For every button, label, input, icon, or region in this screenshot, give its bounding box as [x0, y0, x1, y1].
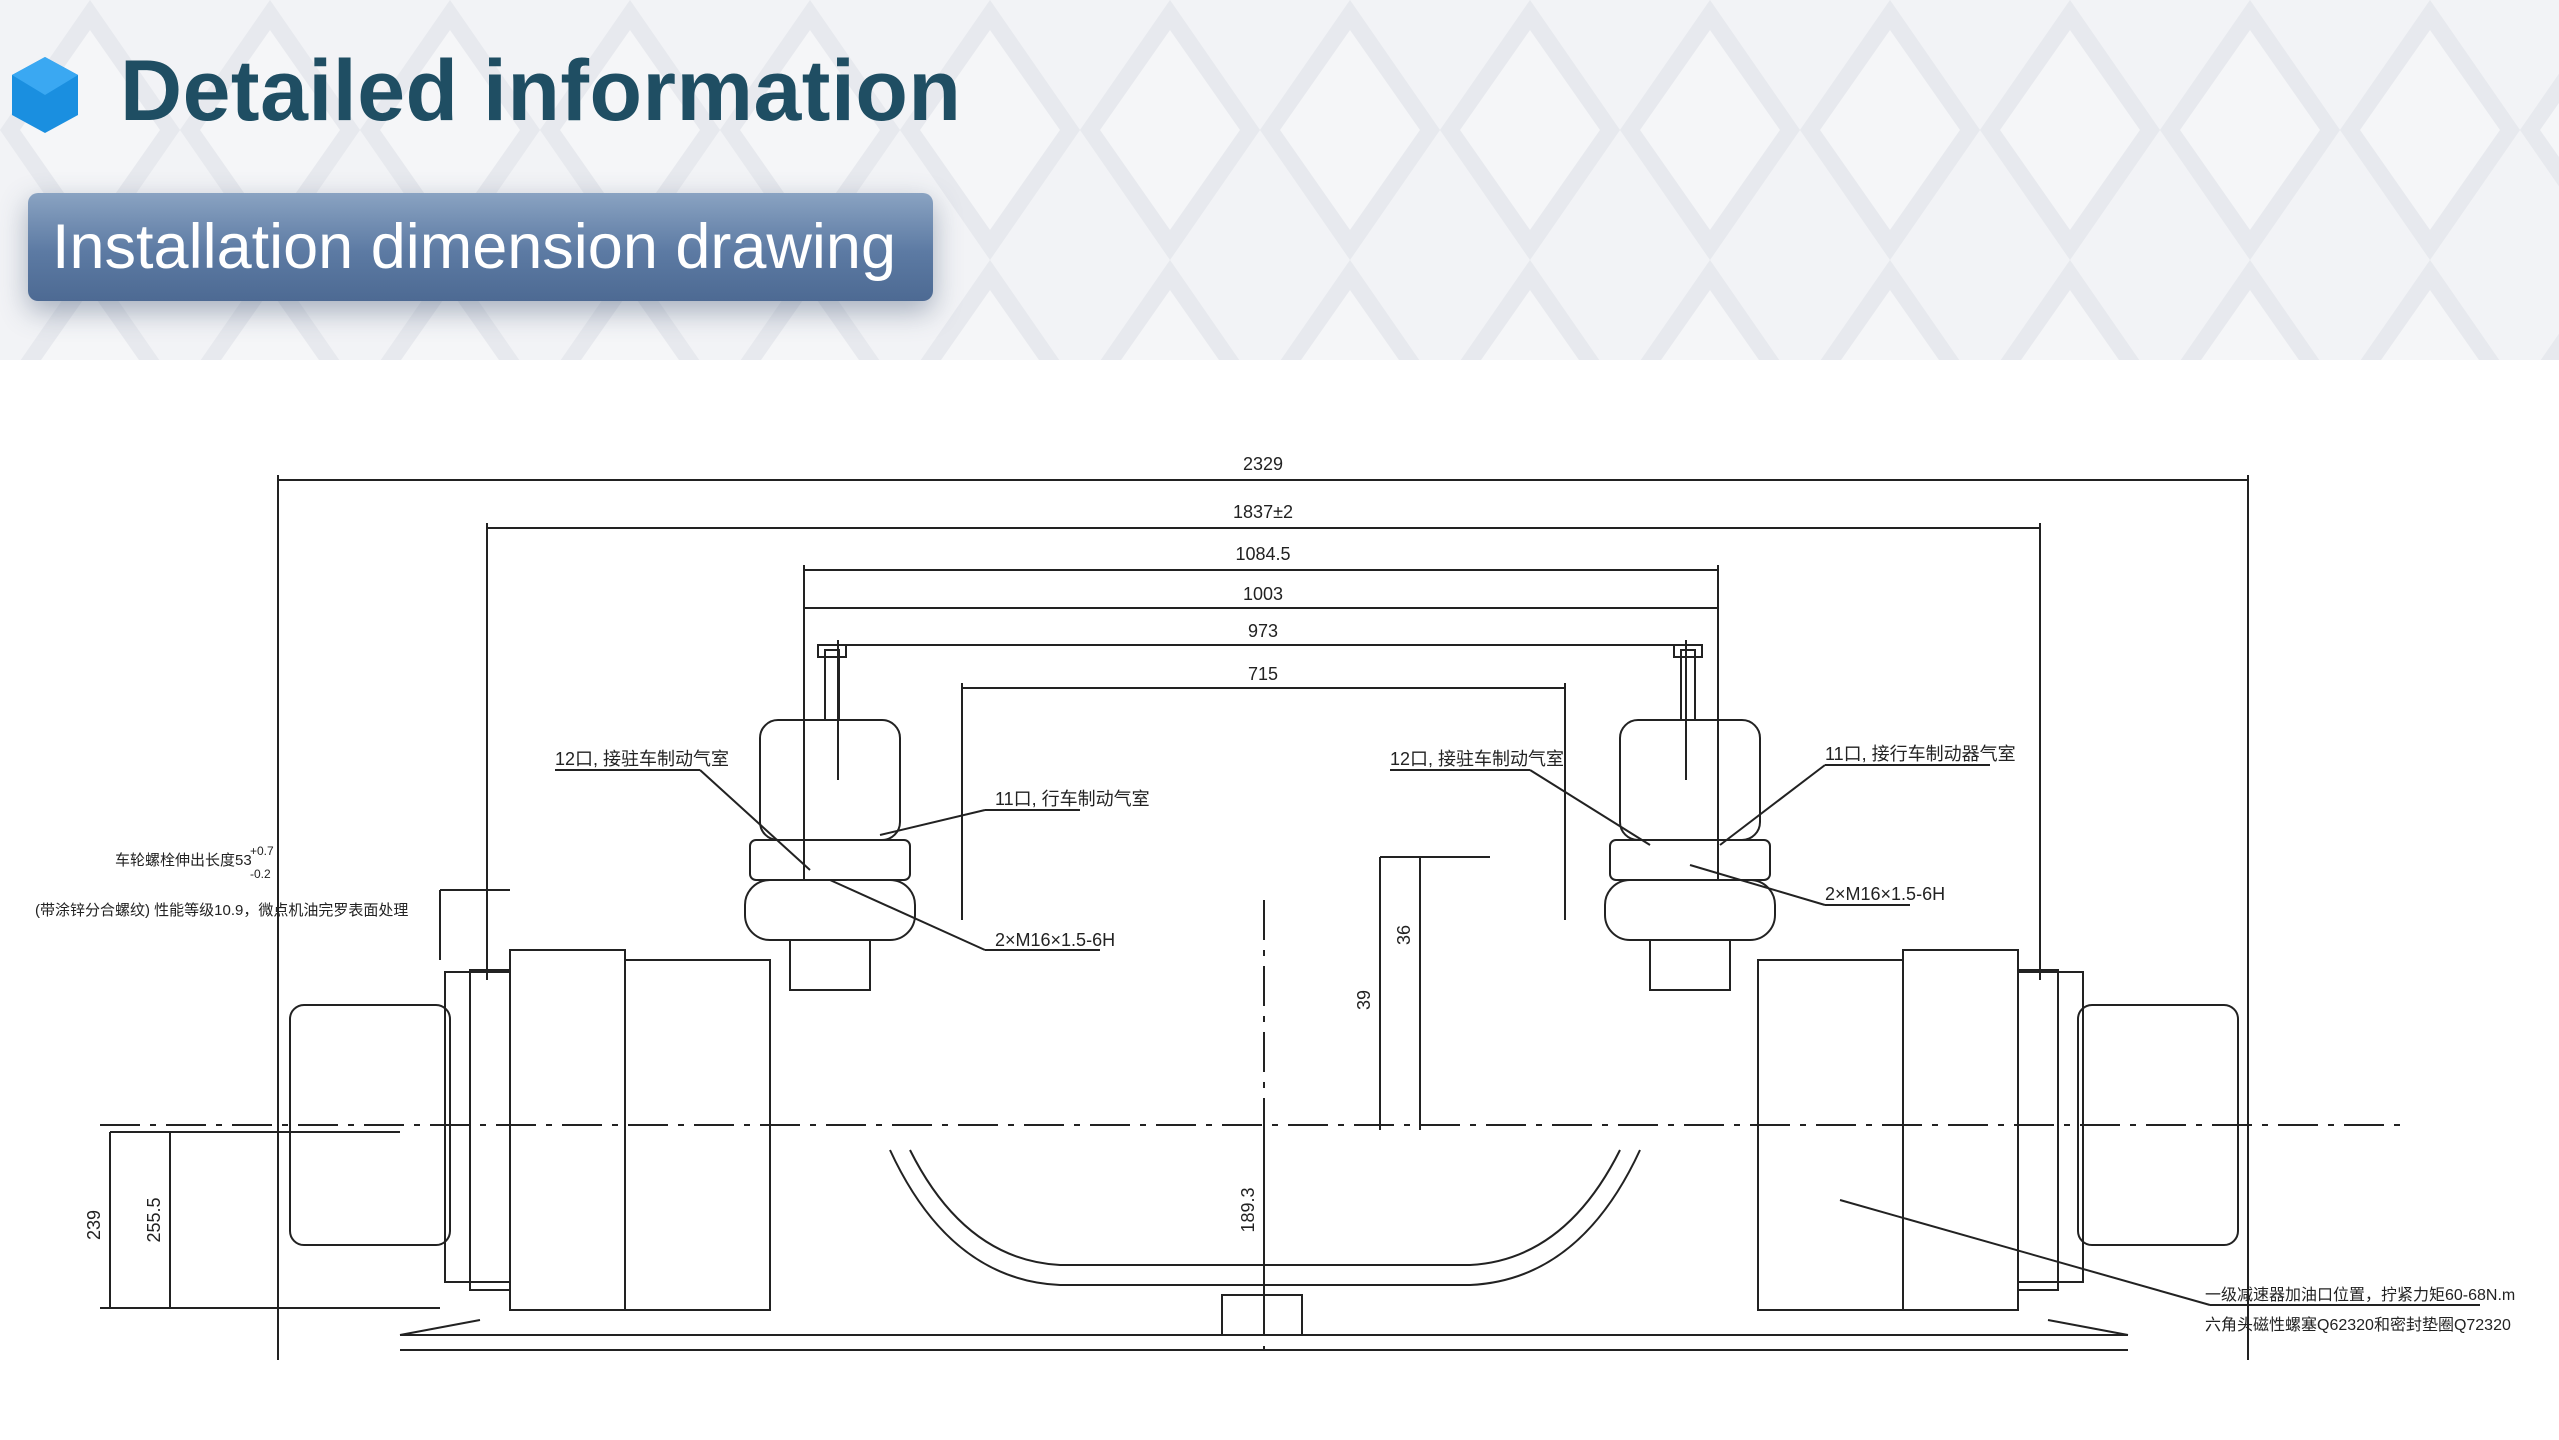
- right-brake-chamber: [1604, 644, 1776, 991]
- right-wheel-hub: [1757, 949, 2239, 1311]
- tol-plus-label: +0.7: [250, 844, 274, 858]
- tol-minus-label: -0.2: [250, 867, 271, 881]
- oil-fill-label-2: 六角头磁性螺塞Q62320和密封垫圈Q72320: [2205, 1316, 2511, 1334]
- oil-fill-label-1: 一级减速器加油口位置，拧紧力矩60-68N.m: [2205, 1286, 2515, 1304]
- dim-2329: 2329: [1243, 454, 1283, 474]
- right-thread-label: 2×M16×1.5-6H: [1825, 884, 1945, 904]
- hexagon-icon: [12, 57, 78, 133]
- bolt-grade-label: (带涂锌分合螺纹) 性能等级10.9，微点机油完罗表面处理: [35, 901, 408, 919]
- right-port11-label: 11口, 接行车制动器气室: [1825, 744, 2016, 764]
- dim-1084: 1084.5: [1235, 544, 1290, 564]
- dim-189: 189.3: [1238, 1187, 1258, 1232]
- left-thread-label: 2×M16×1.5-6H: [995, 930, 1115, 950]
- dim-715: 715: [1248, 664, 1278, 684]
- axle-beam: [399, 1149, 2129, 1351]
- dim-255: 255.5: [144, 1197, 164, 1242]
- header: Detailed information Installation dimens…: [0, 0, 2559, 360]
- dim-973: 973: [1248, 621, 1278, 641]
- left-wheel-hub: [289, 949, 771, 1311]
- page-title: Detailed information: [120, 43, 962, 139]
- section-subtitle: Installation dimension drawing: [28, 193, 933, 301]
- dim-239: 239: [84, 1210, 104, 1240]
- left-brake-chamber: [744, 644, 916, 991]
- dim-1837: 1837±2: [1233, 502, 1293, 522]
- leader-lines: [555, 764, 2480, 1306]
- dim-1003: 1003: [1243, 584, 1283, 604]
- dimension-labels: 2329 1837±2 1084.5 1003 973 715 39 36 18…: [84, 454, 1414, 1243]
- installation-dimension-drawing: 2329 1837±2 1084.5 1003 973 715 39 36 18…: [35, 454, 2515, 1360]
- left-port11-label: 11口, 行车制动气室: [995, 789, 1150, 809]
- dim-39: 39: [1354, 990, 1374, 1010]
- annotation-labels: 12口, 接驻车制动气室 11口, 行车制动气室 2×M16×1.5-6H 12…: [35, 744, 2515, 1334]
- drawing-panel: 2329 1837±2 1084.5 1003 973 715 39 36 18…: [0, 360, 2559, 1440]
- right-port12-label: 12口, 接驻车制动气室: [1390, 749, 1564, 769]
- dim-36: 36: [1394, 925, 1414, 945]
- dimension-lines: [100, 475, 2249, 1360]
- left-port12-label: 12口, 接驻车制动气室: [555, 749, 729, 769]
- bolt-protrusion-label: 车轮螺栓伸出长度53: [115, 852, 252, 869]
